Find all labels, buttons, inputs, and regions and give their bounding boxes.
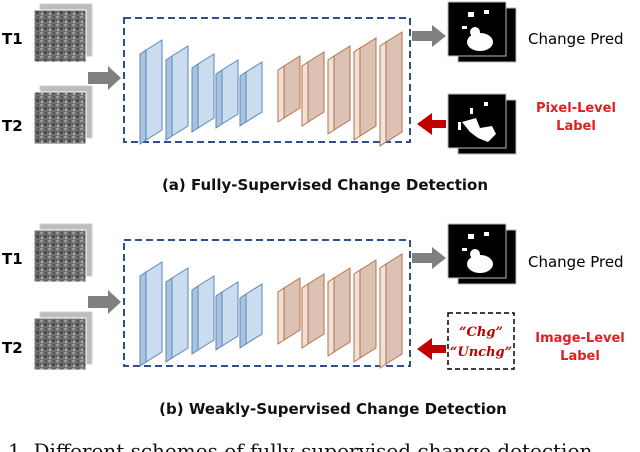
pixel-label-mask (447, 93, 517, 155)
change-pred-mask (447, 223, 517, 285)
label-text: Label (556, 119, 596, 134)
caption-a: (a) Fully-Supervised Change Detection (162, 176, 488, 194)
image-t2 (33, 311, 93, 371)
output-label: Change Pred (528, 253, 624, 271)
panel-b: T1 T2 (2, 223, 625, 418)
image-t1 (33, 3, 93, 63)
tag-unchg: “Unchg” (450, 345, 512, 360)
image-level-text: Image-Level (535, 331, 625, 346)
footer-caption: 1. Different schemes of fully-supervised… (8, 439, 592, 452)
t1-label: T1 (2, 250, 23, 268)
t2-label: T2 (2, 117, 23, 135)
image-level-tag: “Chg” “Unchg” (447, 312, 515, 370)
t1-label: T1 (2, 30, 23, 48)
input-arrow (88, 66, 121, 90)
encoder-blocks (139, 261, 263, 367)
image-t2 (33, 85, 93, 145)
pixel-level-text: Pixel-Level (536, 101, 616, 116)
tag-chg: “Chg” (459, 325, 503, 340)
label-arrow (417, 113, 446, 135)
label-arrow (417, 338, 446, 360)
caption-b: (b) Weakly-Supervised Change Detection (159, 400, 507, 418)
output-label: Change Pred (528, 30, 624, 48)
encoder-blocks (139, 39, 263, 145)
image-t1 (33, 223, 93, 283)
network-box (123, 239, 411, 367)
panel-a: T1 T2 (2, 1, 624, 194)
network-box (123, 17, 411, 143)
t2-label: T2 (2, 339, 23, 357)
output-arrow (412, 247, 446, 269)
input-arrow (88, 290, 121, 314)
label-text: Label (560, 349, 600, 364)
change-pred-mask (447, 1, 517, 63)
output-arrow (412, 25, 446, 47)
decoder-blocks (277, 31, 403, 147)
decoder-blocks (277, 253, 403, 369)
